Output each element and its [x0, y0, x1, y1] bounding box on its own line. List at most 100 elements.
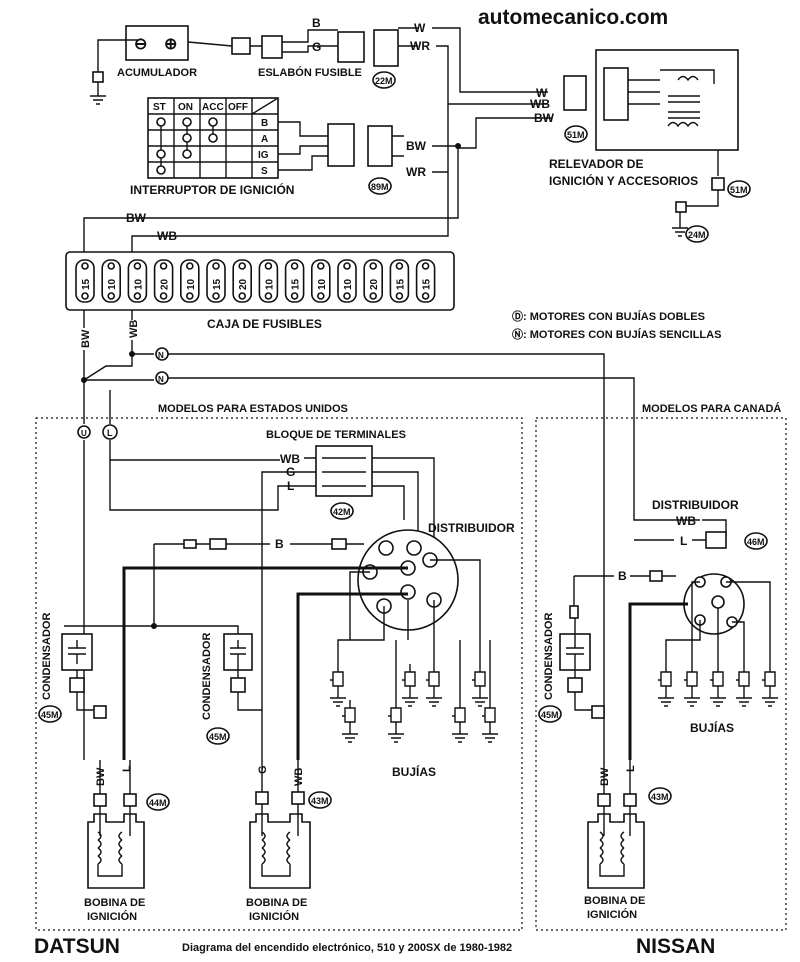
svg-text:L: L	[107, 428, 113, 438]
fuse: 15	[75, 259, 95, 303]
terminal-block	[315, 445, 373, 497]
connector-label-42m: 42M	[333, 507, 351, 517]
svg-text:A: A	[261, 134, 268, 145]
svg-text:U: U	[81, 429, 87, 438]
fuse: 20	[363, 259, 384, 303]
svg-text:OFF: OFF	[228, 102, 248, 113]
svg-text:L: L	[680, 534, 687, 548]
ignition-coil-1	[87, 813, 145, 889]
fuse: 15	[206, 259, 226, 303]
svg-text:B: B	[618, 569, 627, 583]
distributor-label: DISTRIBUIDOR	[428, 521, 515, 535]
svg-text:BW: BW	[80, 329, 92, 348]
connector-label-51m-b: 51M	[730, 185, 748, 195]
svg-text:WR: WR	[410, 39, 430, 53]
svg-text:ST: ST	[153, 102, 166, 113]
svg-text:ON: ON	[178, 102, 193, 113]
svg-text:ACC: ACC	[202, 102, 224, 113]
relay-connector	[563, 75, 587, 111]
connector-block	[337, 31, 365, 63]
connector-89m	[367, 125, 393, 167]
svg-text:IG: IG	[258, 150, 269, 161]
diagram-title: Diagrama del encendido electrónico, 510 …	[182, 942, 512, 954]
fuse: 15	[415, 259, 436, 303]
svg-text:WB: WB	[280, 452, 300, 466]
coil-label-1-line2: IGNICIÓN	[87, 910, 137, 923]
svg-text:W: W	[414, 21, 426, 35]
spark-plug-icon	[710, 664, 726, 707]
site-watermark: automecanico.com	[478, 6, 668, 29]
fuse-rating: 20	[160, 278, 171, 290]
fuse: 10	[127, 259, 148, 303]
svg-text:WB: WB	[293, 768, 305, 786]
svg-text:B: B	[261, 118, 268, 129]
svg-text:BW: BW	[126, 211, 147, 225]
fuse-rating: 20	[369, 278, 380, 290]
connector-label-45m-b: 45M	[209, 732, 227, 742]
canada-region-box	[535, 417, 787, 931]
svg-text:B: B	[312, 16, 321, 30]
fuse-rating: 15	[291, 278, 302, 290]
spark-plugs-label-ca: BUJÍAS	[690, 720, 734, 735]
terminal-block-label: BLOQUE DE TERMINALES	[266, 429, 406, 441]
condenser-label-2: CONDENSADOR	[201, 633, 213, 720]
svg-text:WB: WB	[676, 514, 696, 528]
fuse-rating: 10	[107, 278, 118, 290]
connector-label-46m: 46M	[747, 537, 765, 547]
coil-label-2-line2: IGNICIÓN	[249, 910, 299, 923]
canada-region-label: MODELOS PARA CANADÁ	[642, 402, 781, 415]
coil-label-3-line1: BOBINA DE	[584, 895, 645, 907]
svg-text:WB: WB	[157, 229, 177, 243]
svg-text:S: S	[261, 166, 268, 177]
fuse-rating: 10	[264, 278, 275, 290]
connector-label-89m: 89M	[371, 182, 389, 192]
svg-text:G: G	[312, 40, 321, 54]
fuse: 20	[153, 259, 174, 303]
condenser-label-3: CONDENSADOR	[543, 613, 555, 700]
coil-label-2-line1: BOBINA DE	[246, 897, 307, 909]
fusible-link-connector	[231, 37, 251, 55]
relay-label-2: IGNICIÓN Y ACCESORIOS	[549, 173, 698, 188]
fuse: 20	[232, 259, 252, 303]
connector-label-43m-a: 43M	[311, 796, 329, 806]
svg-text:B: B	[275, 537, 284, 551]
connector-label-24m: 24M	[688, 230, 706, 240]
fuse: 10	[337, 259, 357, 303]
fuse: 10	[180, 259, 200, 303]
fuse-rating: 10	[133, 278, 144, 290]
battery-label: ACUMULADOR	[117, 67, 197, 79]
fuse: 10	[101, 259, 121, 303]
fuse-box-label: CAJA DE FUSIBLES	[207, 317, 322, 331]
spark-plug-icon	[452, 700, 468, 743]
ignition-coil-2	[249, 813, 311, 889]
spark-plug-icon	[426, 664, 442, 707]
coil-label-1-line1: BOBINA DE	[84, 897, 145, 909]
spark-plug-icon	[402, 664, 418, 707]
fuse: 10	[310, 259, 331, 303]
condenser-1	[61, 633, 93, 671]
fusible-link	[261, 35, 283, 59]
fuse-rating: 20	[238, 278, 249, 290]
svg-text:L: L	[625, 765, 637, 772]
spark-plugs-label: BUJÍAS	[392, 764, 436, 779]
spark-plug-icon	[330, 664, 346, 707]
connector-label-45m-a: 45M	[41, 710, 59, 720]
svg-text:WR: WR	[406, 165, 426, 179]
battery: ⊖ ⊕	[125, 25, 189, 61]
svg-text:BW: BW	[599, 767, 611, 786]
fuse-rating: 10	[317, 278, 328, 290]
brand-nissan: NISSAN	[636, 935, 715, 958]
connector-label-44m: 44M	[149, 798, 167, 808]
connector-label-43m-b: 43M	[651, 792, 669, 802]
legend-single: Ⓝ: MOTORES CON BUJÍAS SENCILLAS	[512, 327, 721, 341]
spark-plug-icon	[388, 700, 404, 743]
svg-text:N: N	[158, 375, 164, 384]
svg-text:L: L	[121, 765, 133, 772]
spark-plug-icon	[736, 664, 752, 707]
fuse: 15	[284, 259, 305, 303]
switch-connector	[327, 123, 355, 167]
spark-plug-icon	[472, 664, 488, 707]
spark-plug-icon	[658, 664, 674, 707]
fuse: 15	[389, 259, 410, 303]
